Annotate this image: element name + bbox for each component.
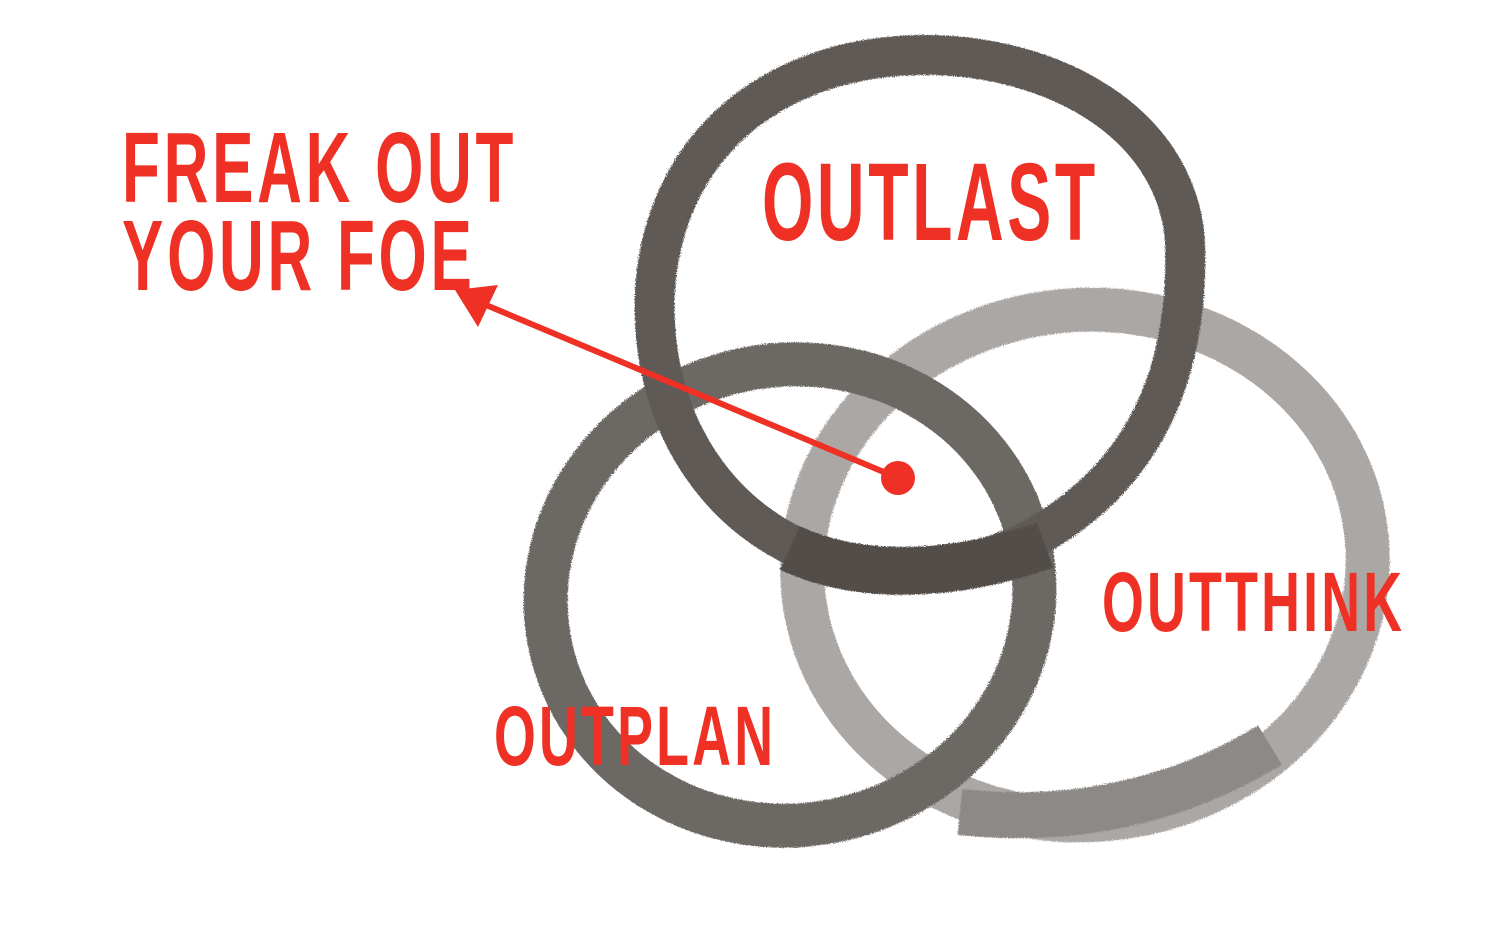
- callout-line-1: FREAK OUT: [122, 112, 518, 224]
- outlast-ring: [634, 34, 1206, 595]
- target-dot-icon: [881, 461, 915, 495]
- outthink-label: OUTTHINK: [1102, 555, 1406, 649]
- callout-arrow: [455, 285, 915, 495]
- arrowhead-icon: [455, 285, 498, 327]
- outplan-label: OUTPLAN: [494, 689, 777, 783]
- outlast-label: OUTLAST: [762, 141, 1099, 264]
- outthink-ring: [780, 287, 1390, 843]
- callout-label: FREAK OUT YOUR FOE: [122, 112, 518, 312]
- callout-line-2: YOUR FOE: [122, 200, 476, 312]
